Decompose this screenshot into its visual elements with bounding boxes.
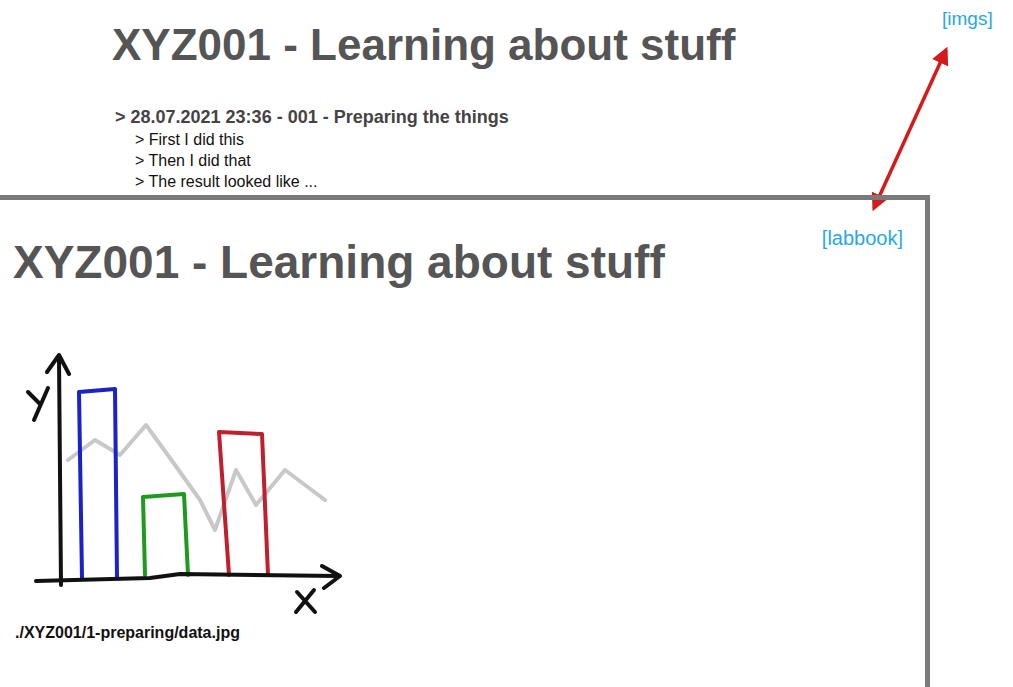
x-axis: [36, 566, 340, 588]
bar-green: [143, 494, 188, 575]
trend-line: [68, 425, 325, 530]
page-frame: [labbook] XYZ001 - Learning about stuff ./…: [0, 195, 930, 687]
bar-red: [219, 432, 268, 575]
y-axis: [47, 355, 69, 585]
page-title: XYZ001 - Learning about stuff: [112, 20, 735, 71]
entry-item: > First I did this: [135, 131, 244, 149]
chart-drawing: [28, 355, 340, 612]
link-text: [labbook]: [822, 227, 903, 250]
entry-item: > Then I did that: [135, 152, 251, 170]
entry-item: > The result looked like ...: [135, 173, 317, 191]
bar-blue: [79, 389, 117, 578]
image-caption: ./XYZ001/1-preparing/data.jpg: [15, 624, 240, 642]
link-text: [imgs]: [942, 8, 993, 30]
page-title: XYZ001 - Learning about stuff: [13, 236, 665, 289]
y-letter: [28, 388, 48, 420]
link-arrow: [874, 50, 946, 208]
x-letter: [296, 590, 315, 612]
entry-heading: > 28.07.2021 23:36 - 001 - Preparing the…: [115, 107, 509, 128]
